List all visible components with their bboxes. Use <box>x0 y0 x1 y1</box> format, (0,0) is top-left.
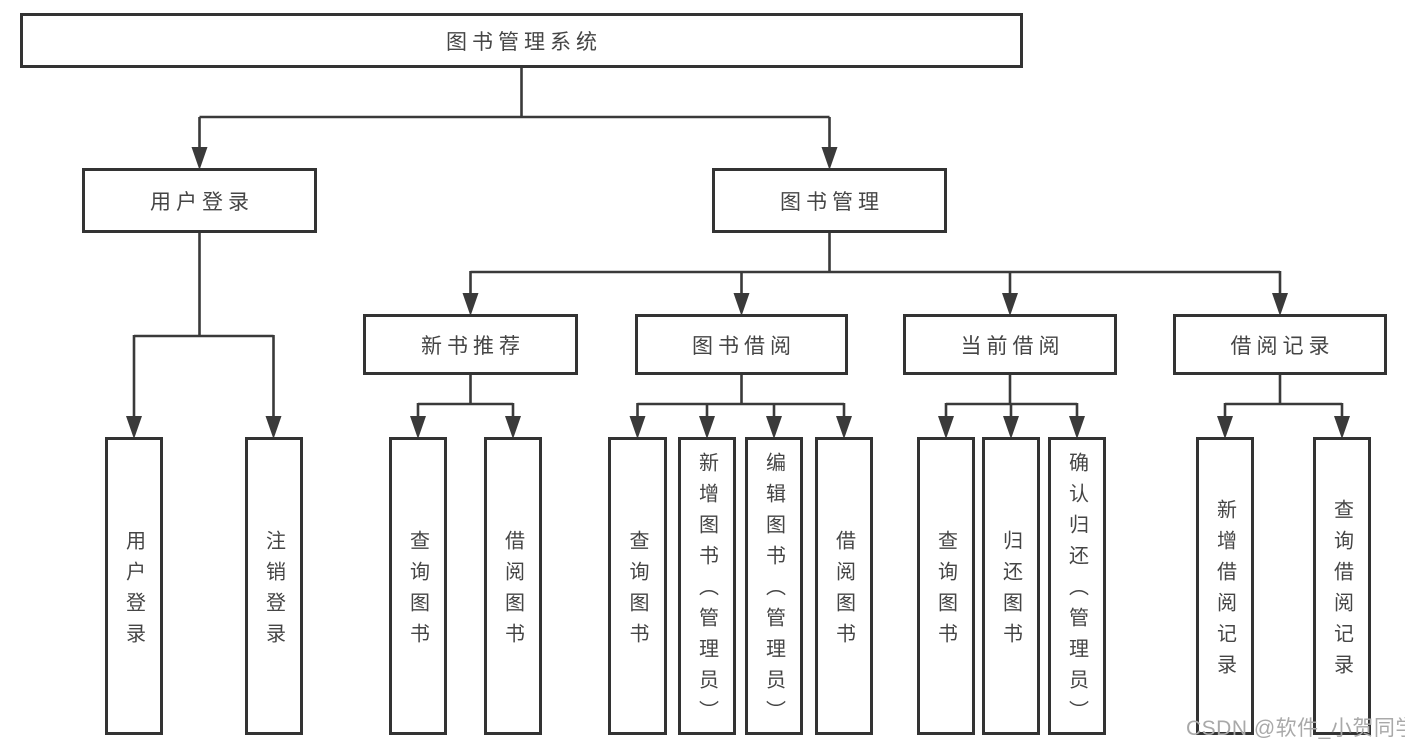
node-label: 查询图书 <box>934 529 957 654</box>
node-label: 新增借阅记录 <box>1213 498 1236 685</box>
node-user-login: 用户登录 <box>82 168 317 233</box>
node-label: 查询图书 <box>626 529 648 654</box>
node-label: 归还图书 <box>999 529 1022 654</box>
node-current-borrowing: 当前借阅 <box>903 314 1117 375</box>
node-book-management: 图书管理 <box>712 168 947 233</box>
node-label: 借阅图书 <box>832 529 855 654</box>
leaf-recommend-borrow-books: 借阅图书 <box>484 437 542 735</box>
leaf-borrowing-query-books: 查询图书 <box>608 437 667 735</box>
node-label: 新增图书（管理员） <box>695 452 718 731</box>
node-label: 确认归还（管理员） <box>1065 452 1088 731</box>
node-label: 用户登录 <box>122 529 145 654</box>
node-label: 用户登录 <box>150 190 254 214</box>
node-label: 图书管理 <box>780 190 884 214</box>
node-library-system: 图书管理系统 <box>20 13 1023 68</box>
leaf-current-return-books: 归还图书 <box>982 437 1040 735</box>
node-new-book-recommendation: 新书推荐 <box>363 314 578 375</box>
leaf-logout-login: 注销登录 <box>245 437 303 735</box>
node-borrowing-records: 借阅记录 <box>1173 314 1387 375</box>
leaf-recommend-query-books: 查询图书 <box>389 437 447 735</box>
leaf-borrowing-borrow-books: 借阅图书 <box>815 437 873 735</box>
node-label: 新书推荐 <box>421 334 525 358</box>
node-book-borrowing: 图书借阅 <box>635 314 848 375</box>
leaf-current-confirm-return-admin: 确认归还（管理员） <box>1048 437 1106 735</box>
node-label: 图书借阅 <box>692 334 796 358</box>
node-label: 查询借阅记录 <box>1330 498 1353 685</box>
leaf-borrowing-add-books-admin: 新增图书（管理员） <box>678 437 736 735</box>
watermark-text: CSDN @软件_小贺同学 <box>1186 717 1405 740</box>
node-label: 编辑图书（管理员） <box>762 452 785 731</box>
node-label: 借阅图书 <box>501 529 524 654</box>
leaf-user-login: 用户登录 <box>105 437 163 735</box>
leaf-borrowing-edit-books-admin: 编辑图书（管理员） <box>745 437 803 735</box>
node-label: 注销登录 <box>262 529 285 654</box>
node-label: 查询图书 <box>406 529 429 654</box>
node-label: 图书管理系统 <box>446 30 602 54</box>
leaf-current-query-books: 查询图书 <box>917 437 975 735</box>
leaf-records-add-borrow-record: 新增借阅记录 <box>1196 437 1254 735</box>
node-label: 借阅记录 <box>1230 334 1335 358</box>
node-label: 当前借阅 <box>960 334 1065 358</box>
leaf-records-query-borrow-record: 查询借阅记录 <box>1313 437 1371 735</box>
